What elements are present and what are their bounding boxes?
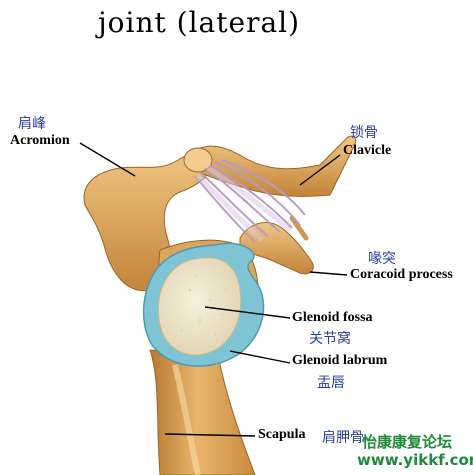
watermark-site-name: 怡康康复论坛 bbox=[362, 433, 453, 451]
label-coracoid-zh: 喙突 bbox=[368, 251, 396, 267]
label-glenoid-fossa-zh: 关节窝 bbox=[309, 331, 351, 347]
label-clavicle-zh: 锁骨 bbox=[350, 125, 378, 141]
leader-glenoid-labrum bbox=[229, 350, 291, 364]
leader-acromion bbox=[79, 142, 136, 177]
label-glenoid-fossa-en: Glenoid fossa bbox=[292, 310, 373, 325]
label-coracoid-en: Coracoid process bbox=[350, 267, 453, 282]
leader-coracoid bbox=[309, 271, 348, 276]
acromion-bone bbox=[83, 148, 216, 292]
watermark-url: www.yikkf.com bbox=[357, 451, 473, 469]
leader-scapula bbox=[164, 433, 256, 437]
glenoid-fossa bbox=[157, 257, 242, 356]
label-glenoid-labrum-zh: 盂唇 bbox=[317, 375, 345, 391]
label-acromion-zh: 肩峰 bbox=[18, 116, 46, 132]
label-scapula-zh: 肩胛骨 bbox=[322, 430, 364, 446]
label-acromion-en: Acromion bbox=[10, 133, 70, 148]
leader-clavicle bbox=[299, 154, 341, 186]
leader-lines bbox=[79, 142, 348, 437]
leader-glenoid-fossa bbox=[204, 306, 291, 319]
label-scapula-en: Scapula bbox=[258, 427, 306, 442]
scapula-shaft bbox=[149, 349, 256, 475]
label-glenoid-labrum-en: Glenoid labrum bbox=[292, 353, 388, 368]
diagram-title: joint (lateral) bbox=[98, 6, 301, 39]
label-clavicle-en: Clavicle bbox=[343, 143, 392, 158]
ligaments bbox=[194, 159, 306, 243]
